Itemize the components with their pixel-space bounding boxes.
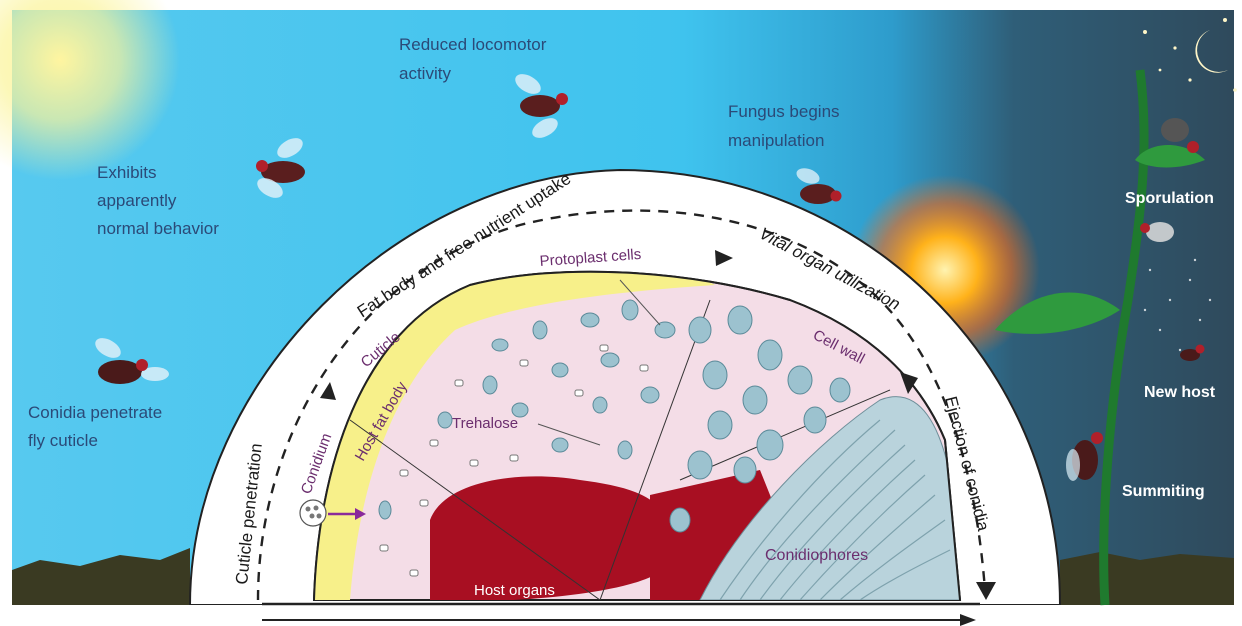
new-host-label: New host [1144, 384, 1216, 401]
sporulation-label: Sporulation [1125, 190, 1214, 207]
conidiophores-label: Conidiophores [765, 547, 868, 564]
conidium-icon [300, 500, 326, 526]
summiting-label: Summiting [1122, 483, 1205, 500]
host-organs-label: Host organs [474, 582, 555, 599]
trehalose-label: Trehalose [452, 415, 518, 432]
ground-right [1060, 552, 1234, 605]
